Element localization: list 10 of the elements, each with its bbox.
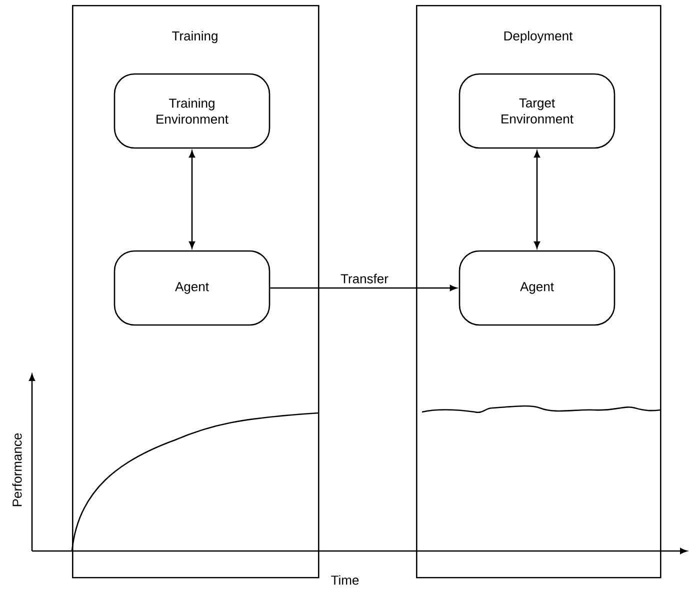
arrow <box>189 150 195 248</box>
axis-label: Time <box>331 575 359 585</box>
arrow <box>534 150 540 248</box>
rounded-box: Agent <box>458 250 616 326</box>
axis-label: Performance <box>12 433 22 506</box>
rounded-box: Agent <box>114 250 270 326</box>
rounded-box: Target Environment <box>458 73 616 149</box>
edge-label: Transfer <box>340 274 388 284</box>
arrow <box>270 285 457 291</box>
rounded-box: Training Environment <box>114 73 270 149</box>
